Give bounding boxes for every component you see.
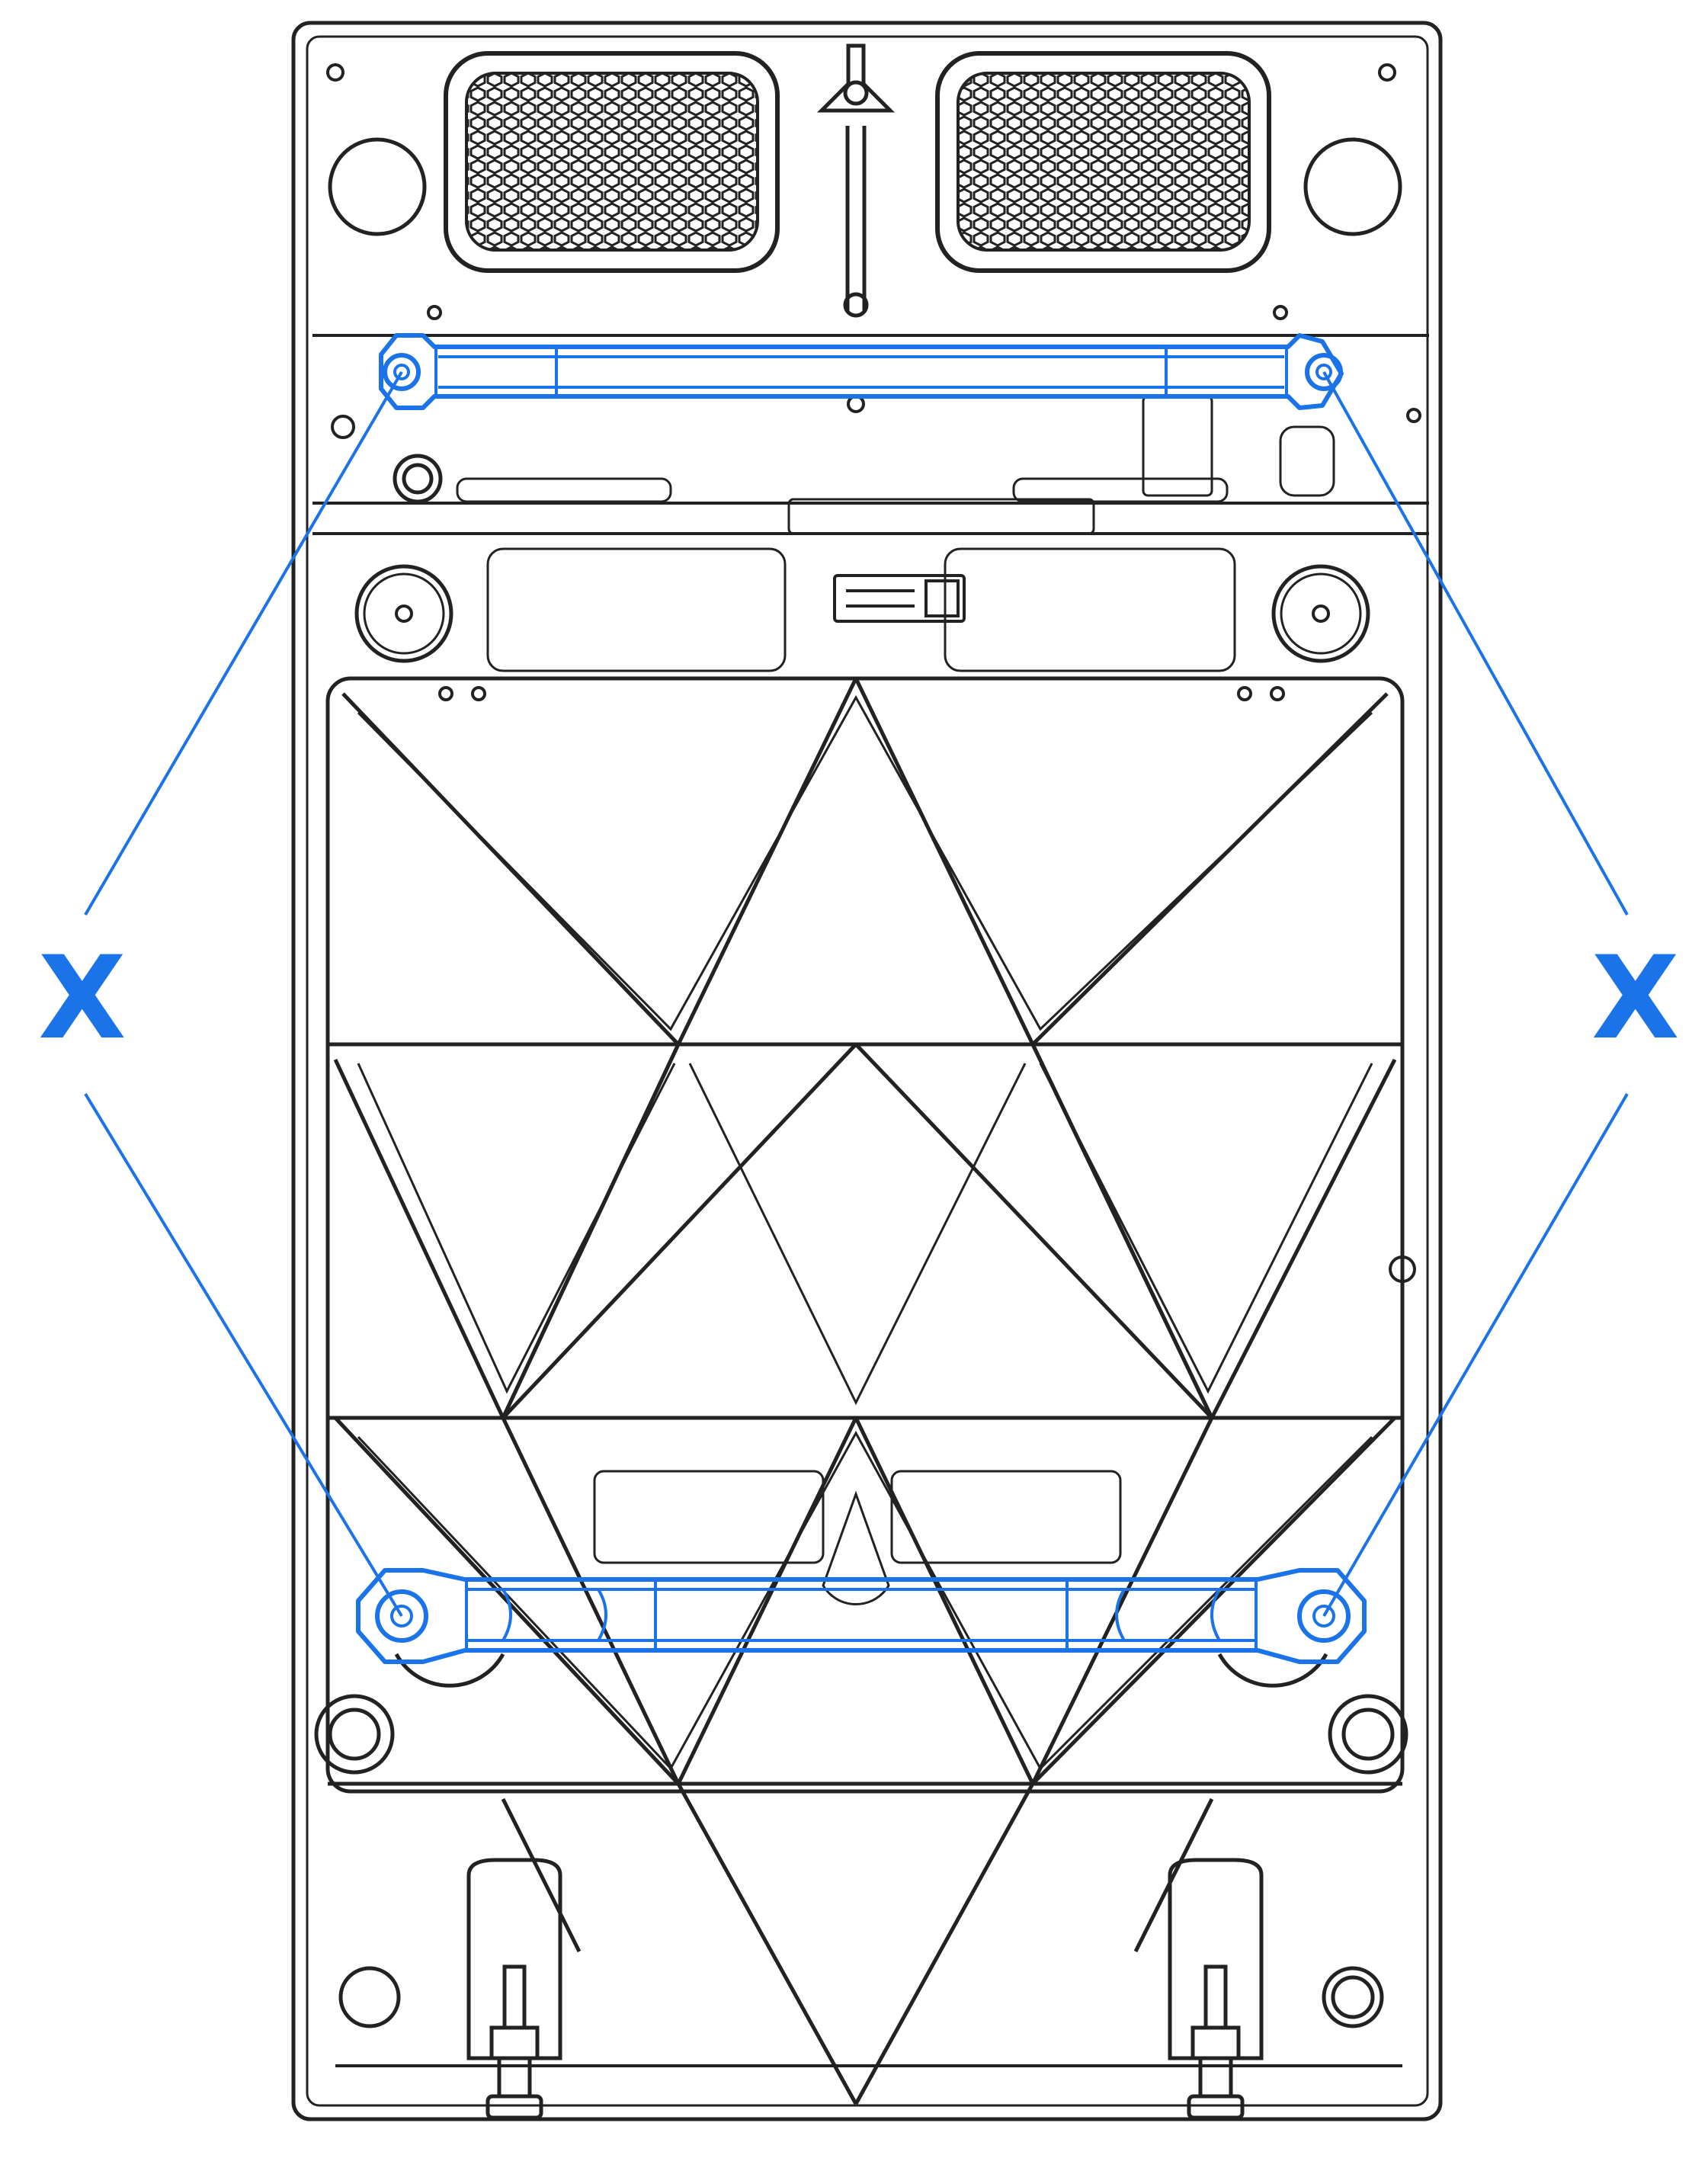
top-round-features <box>328 137 1402 663</box>
lattice-frame <box>325 676 1405 2105</box>
lower-bracket <box>356 1568 1367 1664</box>
lattice-inner-edges <box>357 547 1373 1771</box>
callout-label-left: X <box>38 932 127 1065</box>
callout-lines <box>84 370 1629 1618</box>
callout-label-right: X <box>1591 932 1680 1065</box>
chassis-body <box>291 21 1443 2121</box>
corner-bosses <box>314 1653 1408 2028</box>
center-handle <box>816 43 896 318</box>
screw-icon <box>326 63 1421 1283</box>
upper-bracket <box>379 333 1344 410</box>
vent-grille-icon <box>444 51 1271 273</box>
label-plate <box>833 574 966 623</box>
foot-icon <box>466 1858 1264 2120</box>
